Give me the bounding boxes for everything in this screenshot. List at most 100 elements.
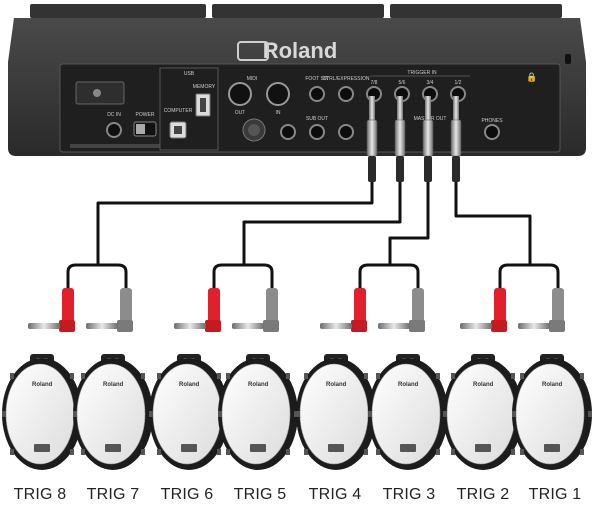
y-split-cable-1 <box>66 263 128 290</box>
red-plug-head <box>351 320 367 332</box>
trig-3-label: TRIG 3 <box>382 486 436 503</box>
pad-trig-7: Roland <box>73 354 153 470</box>
device-plug-4 <box>450 96 462 182</box>
pad-lug <box>286 449 290 455</box>
pad-lug <box>436 373 440 379</box>
gray-plug-head <box>409 320 425 332</box>
usb-computer-port-slot <box>174 126 182 134</box>
device-plug-3 <box>422 96 434 182</box>
pad-lug <box>81 373 85 379</box>
pad-lug <box>580 449 584 455</box>
device-top-ridge <box>390 4 562 18</box>
pad-lug <box>157 449 161 455</box>
y-split-cable-3 <box>358 263 420 290</box>
sub-out-label: SUB OUT <box>306 116 328 122</box>
trig-7-label: TRIG 7 <box>86 486 140 503</box>
pad-badge <box>475 444 491 452</box>
gray-plug-1 <box>86 288 133 332</box>
pad-lug <box>304 373 308 379</box>
pad-lug <box>10 449 14 455</box>
pad-lug <box>70 449 74 455</box>
pad-logo: Roland <box>179 382 200 388</box>
plug-boot <box>424 156 432 182</box>
red-plug-head <box>59 320 75 332</box>
midi-in-jack <box>266 82 290 106</box>
pad-lug <box>81 449 85 455</box>
pad-lug <box>364 449 368 455</box>
pad-badge <box>34 444 50 452</box>
cord-hook-screw-icon <box>93 89 101 97</box>
pad-lug <box>149 411 153 417</box>
plug-boot <box>368 156 376 182</box>
pad-trig-2: Roland <box>443 354 523 470</box>
cable-group <box>28 96 565 332</box>
red-plug-4 <box>460 288 507 332</box>
midi-in-label: IN <box>276 110 281 116</box>
gray-plug-head <box>117 320 133 332</box>
device-plug-1 <box>366 96 378 182</box>
device-plug-2 <box>394 96 406 182</box>
pad-lug <box>580 373 584 379</box>
pad-lug <box>511 373 515 379</box>
red-plug-body <box>354 288 366 324</box>
red-plug-tip <box>320 323 352 329</box>
pad-logo: Roland <box>542 382 563 388</box>
power-switch-rocker <box>136 124 145 134</box>
red-plug-tip <box>28 323 60 329</box>
red-plug-body <box>494 288 506 324</box>
gray-plug-tip <box>232 323 264 329</box>
trig-2-label: TRIG 2 <box>456 486 510 503</box>
pad-lug <box>296 411 300 417</box>
trig-4-label: TRIG 4 <box>308 486 362 503</box>
insert-cable-3 <box>388 180 430 265</box>
trigger-jack-12-label: 1/2 <box>455 80 462 86</box>
gray-plug-tip <box>518 323 550 329</box>
trigger-jack-78-label: 7/8 <box>371 80 378 86</box>
pad-lug <box>217 373 221 379</box>
pad-lug <box>157 373 161 379</box>
computer-label: COMPUTER <box>164 108 193 114</box>
pad-logo: Roland <box>398 382 419 388</box>
pad-trig-4: Roland <box>296 354 376 470</box>
pad-lug <box>226 373 230 379</box>
pad-lug <box>436 449 440 455</box>
trig-1-label: TRIG 1 <box>528 486 582 503</box>
pad-lug <box>512 411 516 417</box>
plug-sleeve <box>394 119 406 157</box>
gray-plug-2 <box>232 288 279 332</box>
red-plug-3 <box>320 288 367 332</box>
plug-tip <box>425 96 431 122</box>
red-plug-body <box>62 288 74 324</box>
pad-lug <box>218 411 222 417</box>
gray-plug-body <box>552 288 564 324</box>
insert-cable-1 <box>96 180 374 265</box>
red-plug-1 <box>28 288 75 332</box>
pad-trig-3: Roland <box>368 354 448 470</box>
audio-in-jack <box>280 124 296 140</box>
plug-tip <box>369 96 375 122</box>
pad-lug <box>286 373 290 379</box>
trig-6-label: TRIG 6 <box>160 486 214 503</box>
gray-plug-body <box>120 288 132 324</box>
pad-lug <box>364 373 368 379</box>
y-split-cable-2 <box>212 263 274 290</box>
pad-trig-6: Roland <box>149 354 229 470</box>
insert-cable-4 <box>454 180 532 265</box>
gray-plug-head <box>549 320 565 332</box>
pad-badge <box>328 444 344 452</box>
red-plug-head <box>491 320 507 332</box>
plug-sleeve <box>422 119 434 157</box>
midi-label: MIDI <box>247 76 258 82</box>
pad-lug <box>443 411 447 417</box>
dc-in-label: DC IN <box>107 112 121 118</box>
pad-lug <box>10 373 14 379</box>
power-label: POWER <box>136 112 155 118</box>
pad-trig-5: Roland <box>218 354 298 470</box>
plug-sleeve <box>450 119 462 157</box>
pad-lug <box>73 411 77 417</box>
plug-tip <box>453 96 459 122</box>
red-plug-tip <box>174 323 206 329</box>
security-slot-icon <box>565 54 571 64</box>
